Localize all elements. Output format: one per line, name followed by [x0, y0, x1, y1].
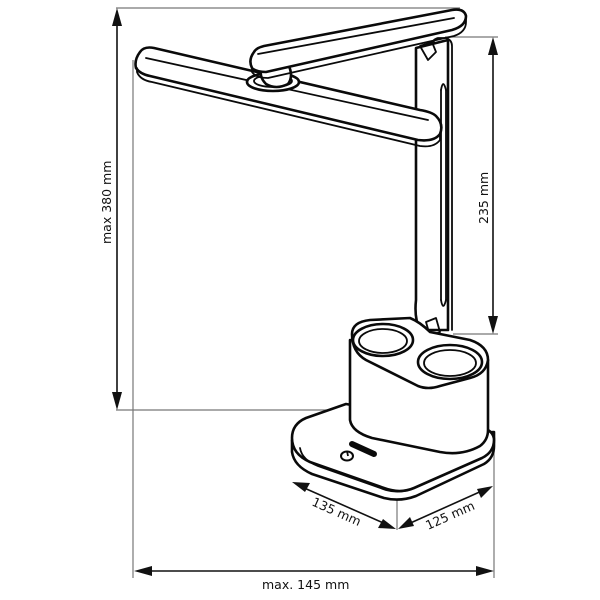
label-base-depth: 135 mm [310, 494, 364, 529]
dimension-max-width: max. 145 mm [134, 566, 494, 592]
arrow-left-icon [134, 566, 152, 576]
label-max-height: max 380 mm [99, 161, 114, 244]
base-controls [340, 441, 377, 462]
arrow-right-icon [476, 566, 494, 576]
extension-lines [116, 7, 498, 578]
arrow-up-icon [488, 37, 498, 55]
power-button[interactable] [340, 450, 354, 462]
arrow-left-icon [292, 482, 310, 492]
label-base-width: 125 mm [423, 498, 477, 533]
dimension-max-height: max 380 mm [99, 8, 122, 410]
brightness-slider[interactable] [349, 441, 377, 457]
pen-holder-cups [351, 322, 484, 381]
label-max-width: max. 145 mm [262, 577, 349, 592]
vertical-stand [414, 37, 453, 337]
arrow-down-icon [488, 316, 498, 334]
arrow-left-icon [398, 517, 414, 529]
arrow-down-icon [112, 392, 122, 410]
lower-light-arm [134, 46, 443, 148]
arrow-right-icon [378, 519, 396, 529]
dimension-arm-height: 235 mm [476, 37, 498, 334]
label-arm-height: 235 mm [476, 172, 491, 224]
arrow-right-icon [477, 486, 493, 498]
arrow-up-icon [112, 8, 122, 26]
upper-light-arm [249, 8, 468, 79]
